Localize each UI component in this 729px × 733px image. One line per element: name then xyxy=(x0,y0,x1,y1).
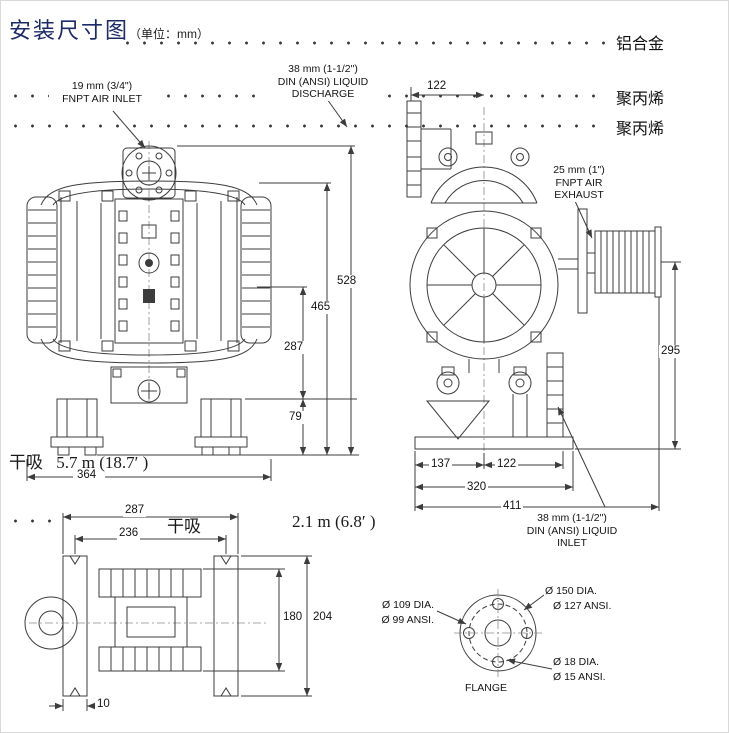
dotted-leader-row-4 xyxy=(7,518,59,524)
liquid-discharge-label: 38 mm (1-1/2") DIN (ANSI) LIQUID DISCHAR… xyxy=(267,63,379,101)
dry-suction-note-1: 干吸 5.7 m (18.7′ ) xyxy=(9,448,148,473)
unit-note: （单位：mm） xyxy=(129,27,209,41)
side-view xyxy=(406,100,662,469)
inlet-size: 38 mm (1-1/2") xyxy=(537,512,607,524)
dim-front-mid-height: 287 xyxy=(282,341,306,354)
dim-bottom-total-width: 287 xyxy=(123,504,147,517)
air-inlet-label: 19 mm (3/4") FNPT AIR INLET xyxy=(49,80,155,105)
flange-bolt-ansi-label: Ø 99 ANSI. xyxy=(371,614,435,627)
inlet-std: DIN (ANSI) LIQUID xyxy=(526,524,618,537)
flange-hole-ansi-label: Ø 15 ANSI. xyxy=(552,671,607,684)
dim-side-exhaust-height: 295 xyxy=(659,345,683,358)
dimension-lines xyxy=(26,87,681,711)
dotted-leader-row-1 xyxy=(119,40,609,46)
material-aluminum-label: 铝合金 xyxy=(616,36,665,53)
discharge-text: DISCHARGE xyxy=(291,88,355,100)
dry-suction-1-value: 5.7 m (18.7′ ) xyxy=(56,453,149,472)
dim-side-base-width: 320 xyxy=(465,481,489,494)
exhaust-std: FNPT AIR xyxy=(555,176,603,189)
dim-front-total-width: 364 xyxy=(75,469,99,482)
dry-suction-2-value: 2.1 m (6.8′ ) xyxy=(292,512,376,531)
flange-detail xyxy=(454,589,542,677)
dim-bottom-inner-height: 180 xyxy=(281,611,305,624)
exhaust-size: 25 mm (1") xyxy=(553,164,605,176)
dry-suction-1-label: 干吸 xyxy=(9,453,43,472)
dim-side-foot-left: 137 xyxy=(429,458,453,471)
exhaust-text: EXHAUST xyxy=(554,189,604,201)
air-inlet-text: FNPT AIR INLET xyxy=(62,92,142,105)
dim-side-top-width: 122 xyxy=(425,80,449,93)
dim-side-total-width: 411 xyxy=(501,500,524,513)
flange-caption: FLANGE xyxy=(464,682,509,695)
dim-side-foot-right: 122 xyxy=(495,458,519,471)
page-title: 安装尺寸图 xyxy=(9,18,130,43)
material-polypropylene-label: 聚丙烯 xyxy=(616,91,665,108)
discharge-std: DIN (ANSI) LIQUID xyxy=(277,75,369,88)
front-view xyxy=(26,141,272,456)
discharge-size: 38 mm (1-1/2") xyxy=(288,63,358,75)
liquid-inlet-label: 38 mm (1-1/2") DIN (ANSI) LIQUID INLET xyxy=(515,512,629,550)
dim-bottom-slot-width: 10 xyxy=(95,698,112,711)
dim-bottom-total-height: 204 xyxy=(311,611,335,624)
dim-front-total-height: 528 xyxy=(335,275,359,288)
inlet-text: INLET xyxy=(557,537,587,549)
flange-outer-dia-label: Ø 150 DIA. xyxy=(544,585,598,598)
air-exhaust-label: 25 mm (1") FNPT AIR EXHAUST xyxy=(537,164,621,202)
air-inlet-size: 19 mm (3/4") xyxy=(71,80,133,92)
dotted-leader-row-3 xyxy=(7,123,609,129)
flange-hole-dia-label: Ø 18 DIA. xyxy=(552,656,601,669)
dry-suction-2-label: 干吸 xyxy=(167,517,201,536)
material-polypropylene-label-2: 聚丙烯 xyxy=(616,121,665,138)
flange-bolt-dia-label: Ø 109 DIA. xyxy=(365,599,435,612)
dim-front-foot-height: 79 xyxy=(287,411,304,424)
flange-outer-ansi-label: Ø 127 ANSI. xyxy=(552,600,613,613)
bottom-view xyxy=(24,555,269,697)
dim-bottom-inner-width: 236 xyxy=(117,527,141,540)
dim-front-upper-height: 465 xyxy=(309,301,333,314)
